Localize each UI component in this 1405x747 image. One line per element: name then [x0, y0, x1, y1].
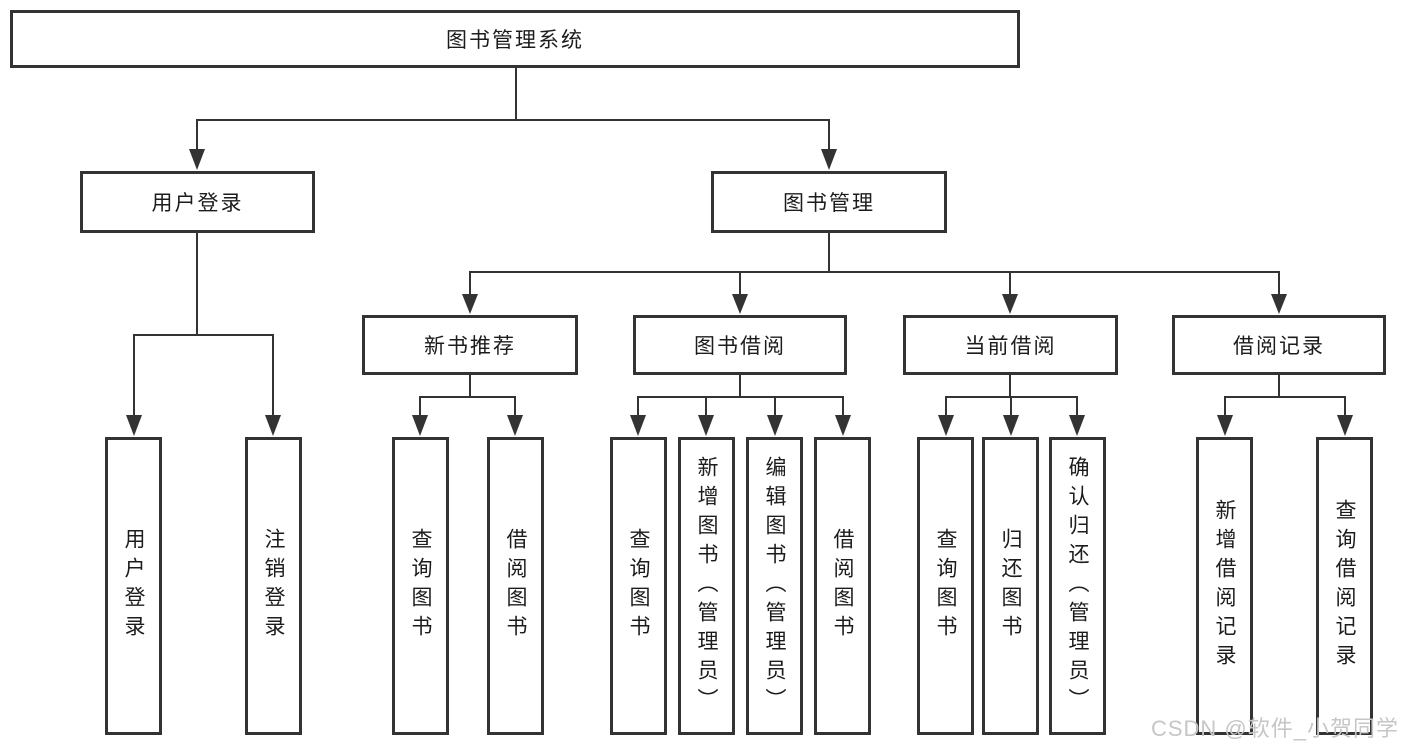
node-borrow-records: 借阅记录	[1172, 315, 1386, 375]
node-library-system: 图书管理系统	[10, 10, 1020, 68]
node-logout: 注销登录	[245, 437, 302, 735]
node-confirm-return-admin: 确认归还（管理员）	[1049, 437, 1106, 735]
node-book-borrow: 图书借阅	[633, 315, 847, 375]
node-user-login-action: 用户登录	[105, 437, 162, 735]
node-borrow-books-recommend: 借阅图书	[487, 437, 544, 735]
node-borrow-books-action: 借阅图书	[814, 437, 871, 735]
node-new-book-recommend: 新书推荐	[362, 315, 578, 375]
node-edit-book-admin: 编辑图书（管理员）	[746, 437, 803, 735]
node-query-books-recommend: 查询图书	[392, 437, 449, 735]
node-query-books-borrow: 查询图书	[610, 437, 667, 735]
node-user-login: 用户登录	[80, 171, 315, 233]
node-query-borrow-record: 查询借阅记录	[1316, 437, 1373, 735]
node-add-borrow-record: 新增借阅记录	[1196, 437, 1253, 735]
node-add-book-admin: 新增图书（管理员）	[678, 437, 735, 735]
node-query-books-current: 查询图书	[917, 437, 974, 735]
node-current-borrow: 当前借阅	[903, 315, 1118, 375]
node-return-book: 归还图书	[982, 437, 1039, 735]
node-book-management: 图书管理	[711, 171, 947, 233]
csdn-watermark: CSDN @软件_小贺同学	[1150, 716, 1399, 741]
